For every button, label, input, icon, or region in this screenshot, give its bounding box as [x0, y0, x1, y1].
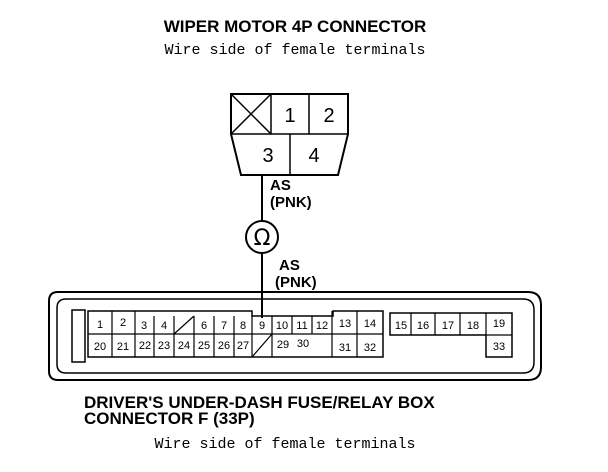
wire-lower-label-color: (PNK)	[275, 274, 317, 291]
pin-25: 25	[198, 340, 210, 352]
pin-2: 2	[120, 317, 126, 329]
top-pin-3: 3	[262, 145, 273, 167]
pin-12: 12	[316, 320, 328, 332]
bottom-connector-title-line2: CONNECTOR F (33P)	[84, 409, 255, 428]
pin-3: 3	[141, 320, 147, 332]
wire-lower-label-color-code: AS	[279, 257, 300, 274]
top-pin-1: 1	[284, 105, 295, 127]
pin-11: 11	[296, 320, 307, 332]
pin-9: 9	[259, 320, 265, 332]
ohm-symbol: Ω	[254, 226, 271, 251]
pin-33: 33	[493, 341, 505, 353]
pin-26: 26	[218, 340, 230, 352]
pin-7: 7	[221, 320, 227, 332]
bottom-connector-subtitle: Wire side of female terminals	[154, 436, 415, 453]
wiper-motor-connector	[230, 93, 349, 176]
pin-30: 30	[297, 338, 309, 350]
pin-19: 19	[493, 318, 505, 330]
pin-17: 17	[442, 320, 454, 332]
connector-grid	[88, 311, 512, 358]
pin-23: 23	[158, 340, 170, 352]
pin-10: 10	[276, 320, 288, 332]
pin-20: 20	[94, 341, 106, 353]
top-connector-subtitle: Wire side of female terminals	[164, 42, 425, 59]
blank-cavity-5-slash	[173, 315, 195, 335]
wire-upper-label-color-code: AS	[270, 177, 291, 194]
top-pin-4: 4	[308, 145, 319, 167]
pin-8: 8	[240, 320, 246, 332]
pin-1: 1	[97, 319, 103, 331]
pin-32: 32	[364, 342, 376, 354]
top-connector-title: WIPER MOTOR 4P CONNECTOR	[164, 17, 427, 36]
pin-27: 27	[237, 340, 249, 352]
pin-18: 18	[467, 320, 479, 332]
wire-upper-label-color: (PNK)	[270, 194, 312, 211]
pin-29: 29	[277, 339, 289, 351]
blank-cavity-28-slash	[251, 333, 273, 358]
pin-16: 16	[417, 320, 429, 332]
fuse-box-connector	[48, 291, 542, 381]
pin-6: 6	[201, 320, 207, 332]
pin-22: 22	[139, 340, 151, 352]
pin-15: 15	[395, 320, 407, 332]
pin-13: 13	[339, 318, 351, 330]
pin-21: 21	[117, 341, 129, 353]
pin-4: 4	[161, 320, 167, 332]
bottom-connector-title-line1: DRIVER'S UNDER-DASH FUSE/RELAY BOX	[84, 393, 435, 412]
pin-24: 24	[178, 340, 190, 352]
ohmmeter-icon: Ω	[245, 220, 279, 254]
blank-cavity-cross-icon	[230, 93, 272, 135]
top-pin-2: 2	[323, 105, 334, 127]
pin-31: 31	[339, 342, 351, 354]
pin-14: 14	[364, 318, 376, 330]
